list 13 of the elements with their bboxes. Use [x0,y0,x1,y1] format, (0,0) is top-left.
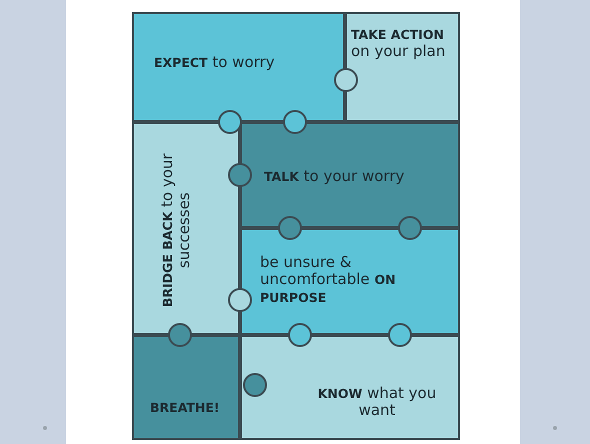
puzzle-piece [240,122,460,228]
piece-label: EXPECT to worry [154,54,276,72]
puzzle-piece [132,12,345,122]
piece-label: TAKE ACTION on your plan [351,26,446,60]
puzzle-piece [132,335,240,440]
puzzle-piece [240,228,460,335]
piece-label: BREATHE! [150,401,221,416]
puzzle-piece [240,335,460,440]
piece-label: TALK to your worry [264,168,406,186]
piece-label: KNOW what you want [316,385,438,420]
piece-label: be unsure & uncomfortable ON PURPOSE [260,254,397,306]
puzzle-piece [345,12,460,122]
puzzle-piece [132,122,240,335]
